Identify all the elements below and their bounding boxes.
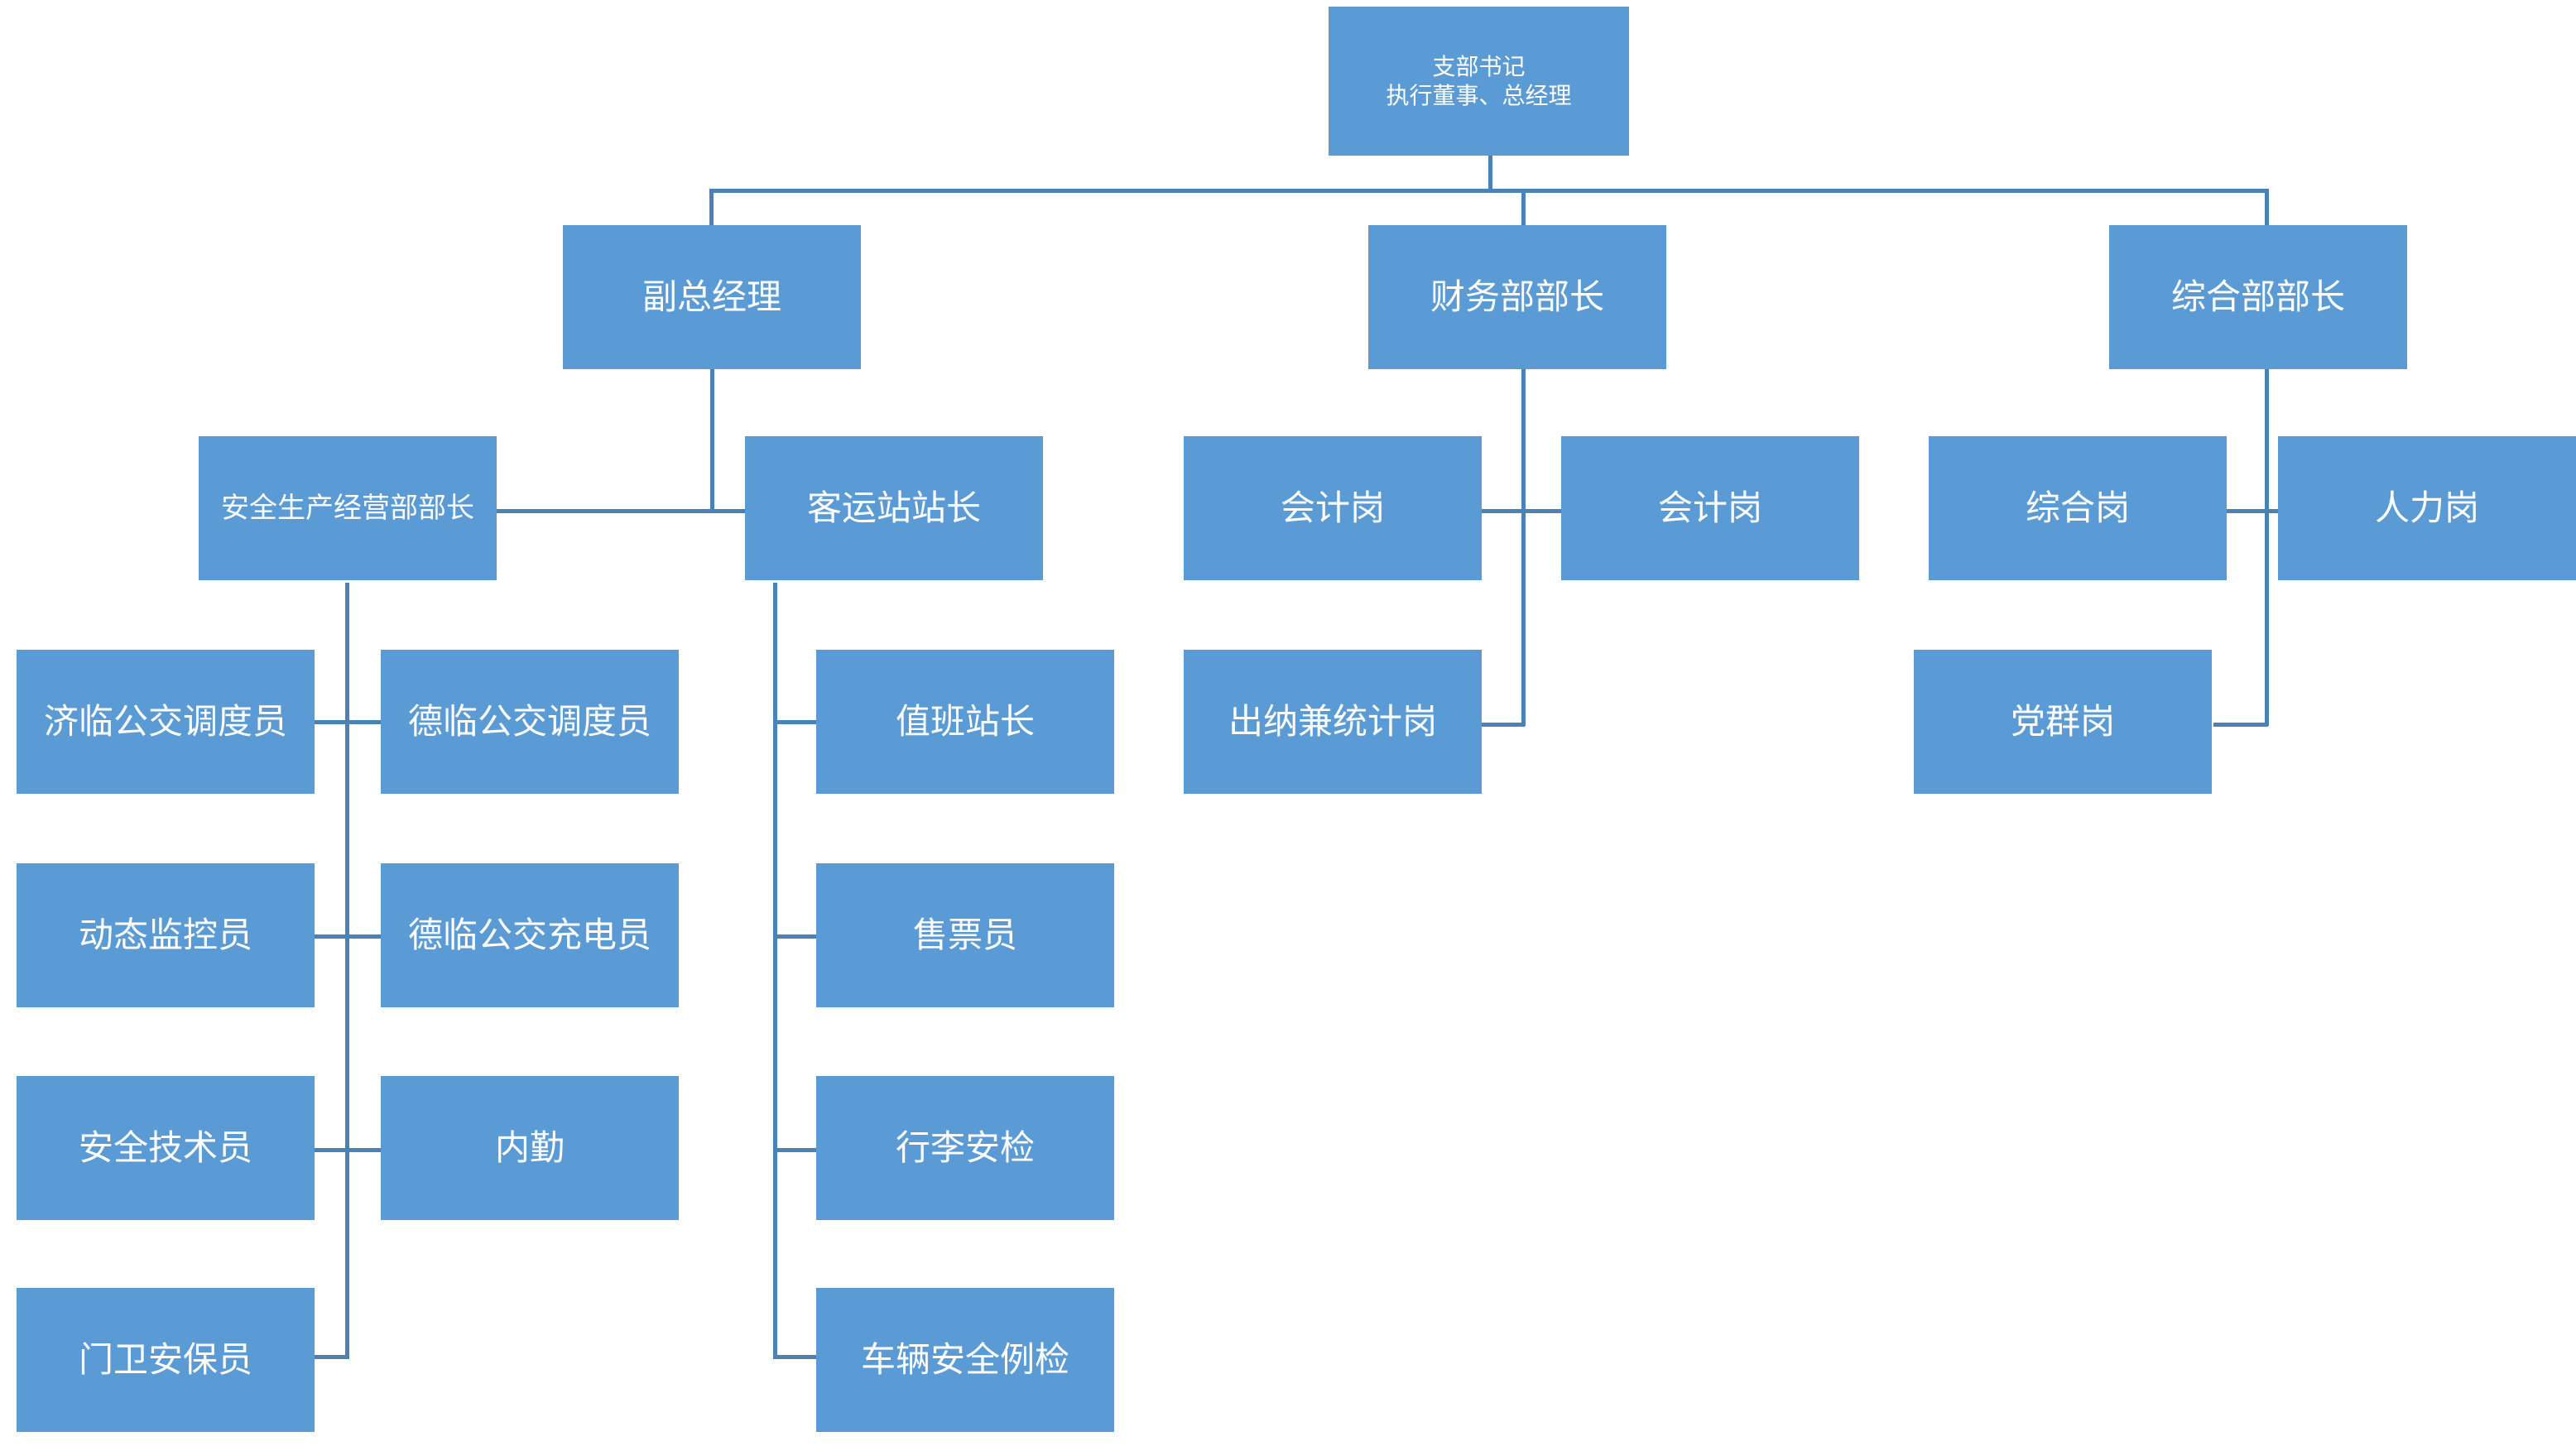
connector-level3-left-bar (497, 509, 745, 513)
node-deputy-gm-label: 副总经理 (642, 276, 781, 316)
node-cashier-stat-label: 出纳兼统计岗 (1228, 701, 1437, 741)
node-baggage-security-label: 行李安检 (895, 1127, 1035, 1167)
node-vehicle-inspection-label: 车辆安全例检 (860, 1339, 1069, 1379)
node-station-head-label: 客运站站长 (806, 488, 981, 527)
connector-safety-arm-row2-right (345, 934, 381, 939)
node-safety-head[interactable]: 安全生产经营部部长 (199, 436, 497, 580)
node-duty-station-head[interactable]: 值班站长 (816, 650, 1114, 794)
node-delin-dispatch[interactable]: 德临公交调度员 (381, 650, 679, 794)
connector-finance-spine (1521, 509, 1526, 726)
connector-deputy-gm-stem (710, 369, 714, 512)
node-hr-post[interactable]: 人力岗 (2278, 436, 2576, 580)
connector-party-arm (2213, 723, 2268, 727)
node-delin-charger-label: 德临公交充电员 (407, 915, 651, 954)
connector-cashier-arm (1473, 723, 1525, 727)
connector-station-arm-row1 (773, 720, 816, 724)
node-dynamic-monitor[interactable]: 动态监控员 (17, 863, 315, 1007)
connector-general-spine (2265, 509, 2269, 726)
node-hr-post-label: 人力岗 (2374, 488, 2479, 527)
connector-station-arm-row2 (773, 934, 816, 939)
node-gate-guard-label: 门卫安保员 (78, 1339, 252, 1379)
node-dynamic-monitor-label: 动态监控员 (78, 915, 252, 954)
node-office-clerk[interactable]: 内勤 (381, 1076, 679, 1220)
node-baggage-security[interactable]: 行李安检 (816, 1076, 1114, 1220)
connector-drop-finance-head (1521, 189, 1526, 227)
node-station-head[interactable]: 客运站站长 (745, 436, 1043, 580)
node-party-post-label: 党群岗 (2010, 701, 2115, 741)
node-duty-station-head-label: 值班站长 (895, 701, 1035, 741)
node-cashier-stat[interactable]: 出纳兼统计岗 (1184, 650, 1482, 794)
connector-safety-arm-row1-left (315, 720, 348, 724)
node-accountant-1[interactable]: 会计岗 (1184, 436, 1482, 580)
connector-safety-arm-row3-left (315, 1148, 348, 1152)
node-general-head[interactable]: 综合部部长 (2109, 225, 2407, 369)
node-delin-charger[interactable]: 德临公交充电员 (381, 863, 679, 1007)
node-delin-dispatch-label: 德临公交调度员 (407, 701, 651, 741)
connector-safety-arm-row2-left (315, 934, 348, 939)
node-finance-head[interactable]: 财务部部长 (1368, 225, 1666, 369)
node-accountant-2[interactable]: 会计岗 (1561, 436, 1859, 580)
connector-finance-head-stem (1521, 369, 1526, 512)
connector-safety-arm-row4-left (315, 1355, 349, 1359)
node-jilin-dispatch[interactable]: 济临公交调度员 (17, 650, 315, 794)
node-safety-tech-label: 安全技术员 (78, 1127, 252, 1167)
connector-safety-arm-row1-right (345, 720, 381, 724)
node-office-clerk-label: 内勤 (494, 1127, 565, 1167)
connector-drop-deputy-gm (709, 189, 714, 227)
node-gate-guard[interactable]: 门卫安保员 (17, 1288, 315, 1432)
node-finance-head-label: 财务部部长 (1430, 276, 1604, 316)
node-general-post[interactable]: 综合岗 (1929, 436, 2227, 580)
node-accountant-1-label: 会计岗 (1280, 488, 1385, 527)
node-root-label: 支部书记 执行董事、总经理 (1386, 54, 1572, 108)
node-jilin-dispatch-label: 济临公交调度员 (43, 701, 287, 741)
node-ticket-seller-label: 售票员 (912, 915, 1017, 954)
node-root[interactable]: 支部书记 执行董事、总经理 (1329, 7, 1629, 156)
connector-drop-general-head (2265, 189, 2269, 227)
connector-station-arm-row3 (773, 1148, 816, 1152)
connector-level2-bus (709, 189, 2269, 193)
node-party-post[interactable]: 党群岗 (1914, 650, 2212, 794)
connector-station-spine (773, 583, 777, 1359)
node-general-head-label: 综合部部长 (2170, 276, 2345, 316)
connector-station-arm-row4 (773, 1355, 816, 1359)
node-vehicle-inspection[interactable]: 车辆安全例检 (816, 1288, 1114, 1432)
node-safety-head-label: 安全生产经营部部长 (221, 492, 474, 524)
connector-safety-arm-row3-right (345, 1148, 381, 1152)
node-safety-tech[interactable]: 安全技术员 (17, 1076, 315, 1220)
node-deputy-gm[interactable]: 副总经理 (563, 225, 861, 369)
node-general-post-label: 综合岗 (2025, 488, 2130, 527)
connector-root-stem (1488, 156, 1492, 192)
node-accountant-2-label: 会计岗 (1657, 488, 1762, 527)
connector-general-head-stem (2265, 369, 2269, 512)
connector-safety-spine (345, 583, 349, 1359)
node-ticket-seller[interactable]: 售票员 (816, 863, 1114, 1007)
